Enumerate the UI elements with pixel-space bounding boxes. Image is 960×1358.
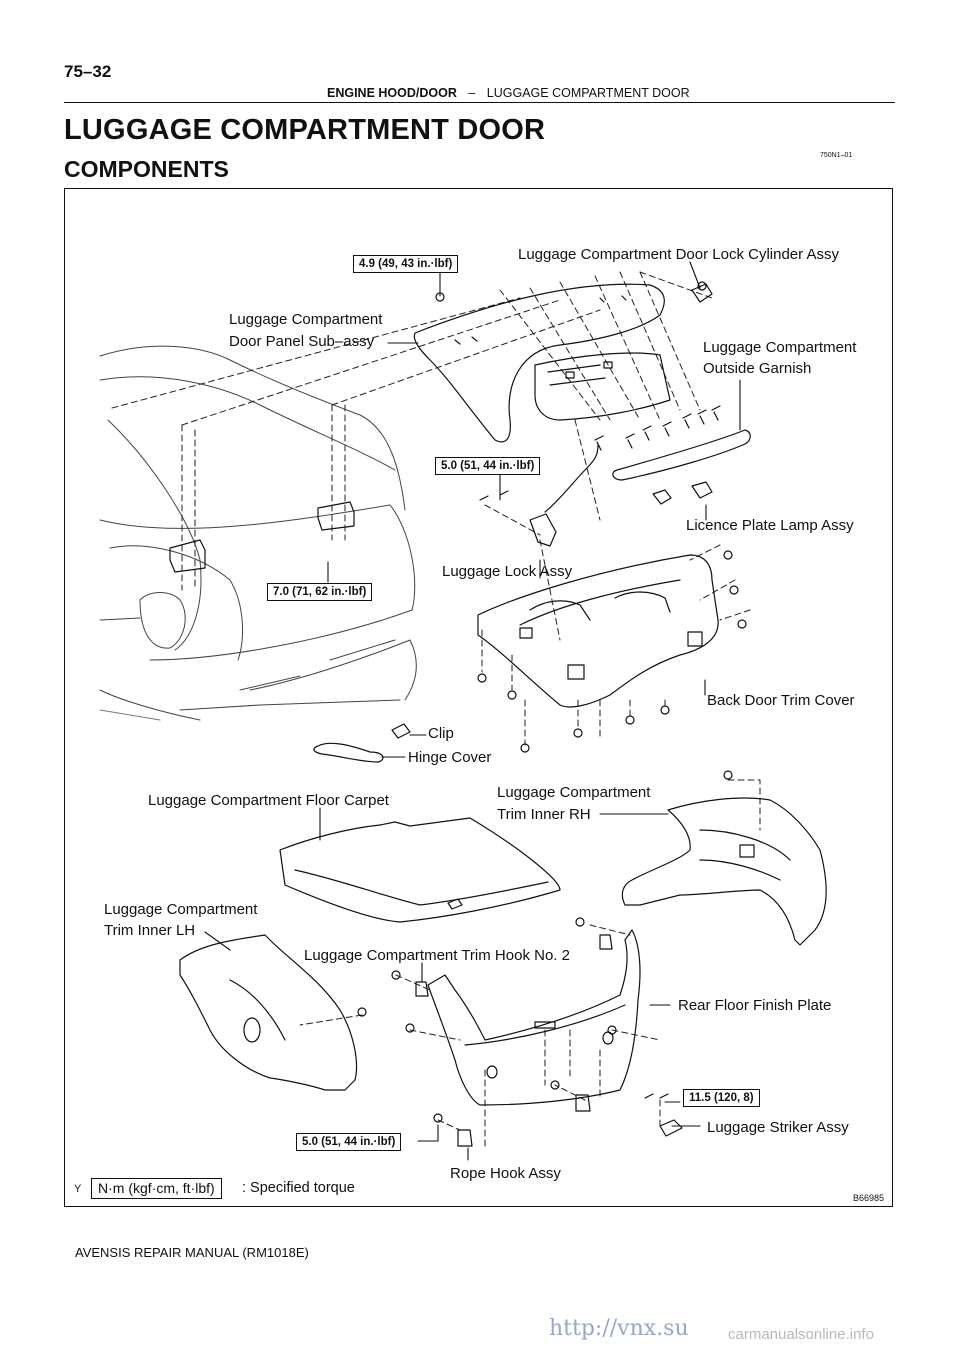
label-striker: Luggage Striker Assy (707, 1119, 849, 1136)
label-licence-lamp: Licence Plate Lamp Assy (686, 517, 854, 534)
y-mark: Y (74, 1183, 82, 1195)
label-outside-garnish-2: Outside Garnish (703, 360, 812, 377)
label-trim-lh-1: Luggage Compartment (104, 901, 258, 918)
leader-lines (204, 261, 741, 1161)
label-lock-cylinder: Luggage Compartment Door Lock Cylinder A… (518, 246, 839, 263)
section-title: COMPONENTS (64, 156, 229, 182)
label-lock-assy: Luggage Lock Assy (442, 563, 573, 580)
header-separator: – (468, 86, 476, 100)
torque-spec-striker: 11.5 (120, 8) (683, 1089, 760, 1107)
label-door-panel-2: Door Panel Sub–assy (229, 333, 375, 350)
reference-code: 750N1–01 (820, 152, 853, 159)
torque-spec-lock: 5.0 (51, 44 in.·lbf) (435, 457, 541, 475)
header-section: ENGINE HOOD/DOOR (327, 86, 457, 100)
luggage-lock-assy (479, 444, 599, 547)
outside-garnish (612, 429, 751, 481)
legend-unit-box: N·m (kgf·cm, ft·lbf) (91, 1178, 222, 1199)
legend-text: : Specified torque (242, 1180, 355, 1196)
lock-cylinder-assy (691, 281, 713, 303)
label-rope-hook: Rope Hook Assy (450, 1165, 561, 1182)
watermark-site: carmanualsonline.info (728, 1326, 874, 1343)
hinge-blocks (169, 501, 355, 573)
label-door-panel-1: Luggage Compartment (229, 311, 383, 328)
figure-id: B66985 (853, 1193, 885, 1203)
components-figure-frame (64, 188, 893, 1207)
page-number: 75–32 (64, 62, 112, 81)
torque-spec-door-panel: 4.9 (49, 43 in.·lbf) (353, 255, 459, 273)
label-outside-garnish-1: Luggage Compartment (703, 339, 857, 356)
car-body-illustration (99, 345, 417, 721)
label-trim-cover: Back Door Trim Cover (707, 692, 855, 709)
licence-plate-lamp-assy (652, 481, 713, 505)
label-trim-lh-2: Trim Inner LH (104, 922, 196, 939)
hooks-and-striker (415, 934, 683, 1147)
trim-inner-lh (179, 934, 367, 1091)
floor-carpet (279, 817, 561, 923)
door-panel-sub-assy (413, 283, 671, 443)
torque-spec-hinge: 7.0 (71, 62 in.·lbf) (267, 583, 373, 601)
label-trim-rh-1: Luggage Compartment (497, 784, 651, 801)
back-door-trim-cover (477, 550, 747, 753)
rear-floor-finish-plate (391, 917, 641, 1123)
running-header: ENGINE HOOD/DOOR – LUGGAGE COMPARTMENT D… (327, 86, 690, 100)
watermark-link[interactable]: http://vnx.su (549, 1316, 689, 1341)
document-title: LUGGAGE COMPARTMENT DOOR (64, 114, 546, 146)
label-hinge-cover: Hinge Cover (408, 749, 492, 766)
label-trim-rh-2: Trim Inner RH (497, 806, 591, 823)
trim-inner-rh (621, 770, 827, 946)
header-subsection: LUGGAGE COMPARTMENT DOOR (486, 86, 690, 100)
label-trim-hook: Luggage Compartment Trim Hook No. 2 (304, 947, 570, 964)
label-clip: Clip (428, 725, 454, 742)
door-bolts (435, 292, 721, 451)
header-rule (64, 102, 895, 103)
torque-spec-rope-hook: 5.0 (51, 44 in.·lbf) (296, 1133, 402, 1151)
footer-manual-id: AVENSIS REPAIR MANUAL (RM1018E) (75, 1245, 309, 1260)
label-floor-carpet: Luggage Compartment Floor Carpet (148, 792, 389, 809)
label-floor-plate: Rear Floor Finish Plate (678, 997, 832, 1014)
clip-and-hinge-cover (313, 723, 411, 763)
